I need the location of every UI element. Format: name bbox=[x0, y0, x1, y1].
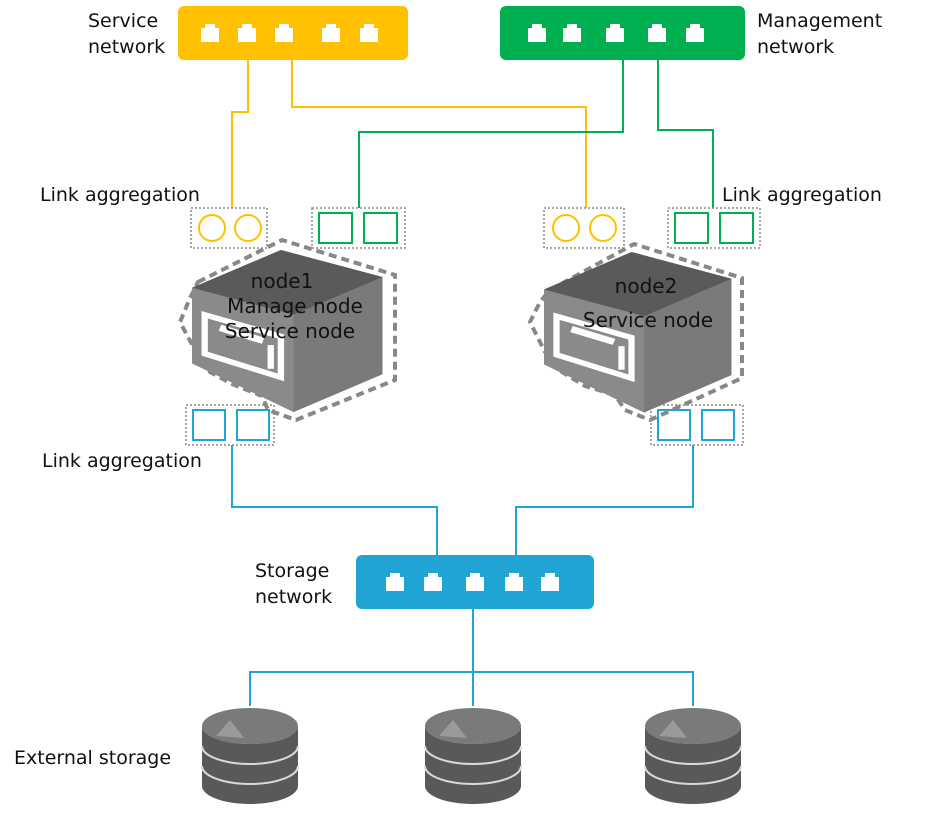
external-storage-disk-3 bbox=[644, 707, 742, 805]
node2-storage-ports bbox=[650, 404, 744, 446]
node2-name: node2 bbox=[615, 274, 678, 298]
management-network-label-line1: Management bbox=[757, 10, 882, 32]
management-network-switch bbox=[500, 6, 745, 60]
external-storage-label: External storage bbox=[14, 747, 171, 769]
disk-icon bbox=[201, 707, 299, 805]
service-network-label-line2: network bbox=[88, 36, 165, 58]
node2-role-service: Service node bbox=[583, 308, 713, 332]
node1-role-manage: Manage node bbox=[227, 294, 363, 318]
storage-network-switch bbox=[356, 555, 594, 609]
management-links bbox=[358, 58, 714, 208]
storage-network-label-line1: Storage bbox=[255, 560, 329, 582]
node2-service-ports bbox=[543, 207, 625, 249]
service-links bbox=[231, 58, 587, 208]
management-network-label-line2: network bbox=[757, 36, 834, 58]
external-storage-disk-1 bbox=[201, 707, 299, 805]
link-aggregation-label-storage: Link aggregation bbox=[42, 450, 202, 472]
node1-role-service: Service node bbox=[225, 319, 355, 343]
node1-server bbox=[177, 237, 397, 423]
node1-service-ports bbox=[190, 207, 268, 249]
node2-server bbox=[527, 241, 744, 423]
external-storage-disk-2 bbox=[424, 707, 522, 805]
link-aggregation-label-node2-top: Link aggregation bbox=[722, 184, 882, 206]
link-aggregation-label-node1-top: Link aggregation bbox=[40, 184, 200, 206]
service-network-label-line1: Service bbox=[88, 10, 158, 32]
node1-name: node1 bbox=[251, 269, 314, 293]
storage-network-label-line2: network bbox=[255, 586, 332, 608]
node1-storage-ports bbox=[185, 404, 275, 446]
node2-management-ports bbox=[667, 207, 761, 249]
service-network-switch bbox=[178, 6, 408, 60]
disk-icon bbox=[644, 707, 742, 805]
node1-management-ports bbox=[311, 207, 406, 249]
storage-links bbox=[231, 445, 694, 706]
disk-icon bbox=[424, 707, 522, 805]
